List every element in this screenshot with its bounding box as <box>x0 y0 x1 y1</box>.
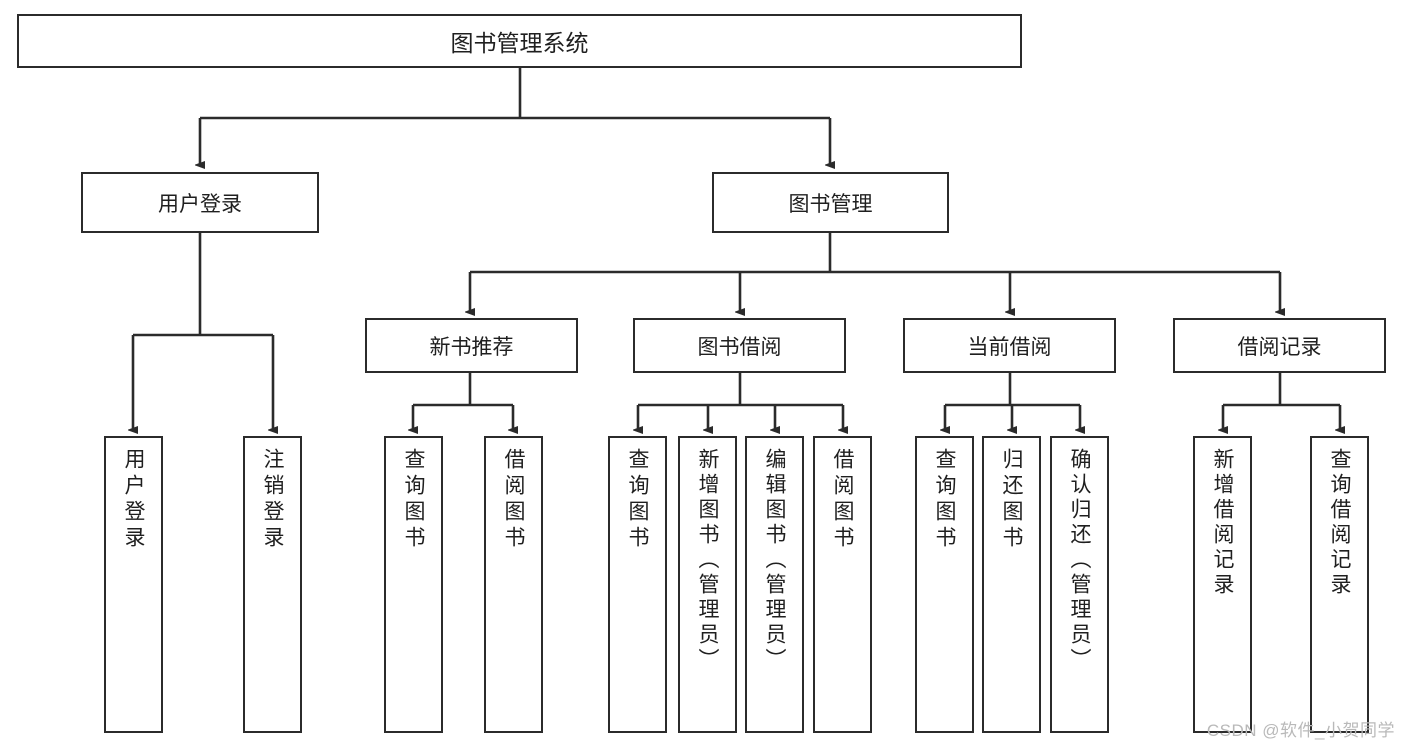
leaf-record-query-record[interactable]: 查询借阅记录 <box>1310 436 1369 733</box>
node-label: 借阅图书 <box>502 448 525 552</box>
leaf-borrow-query-book[interactable]: 查询图书 <box>608 436 667 733</box>
leaf-current-return-book[interactable]: 归还图书 <box>982 436 1041 733</box>
node-label: 归还图书 <box>1000 448 1023 552</box>
node-label: 注销登录 <box>261 448 284 552</box>
leaf-current-confirm-return-admin[interactable]: 确认归还（管理员） <box>1050 436 1109 733</box>
leaf-user-login-signout[interactable]: 注销登录 <box>243 436 302 733</box>
node-label: 查询图书 <box>933 448 956 552</box>
node-new-book-recommend[interactable]: 新书推荐 <box>365 318 578 373</box>
node-root-system[interactable]: 图书管理系统 <box>17 14 1022 68</box>
node-label: 新增借阅记录 <box>1211 448 1234 598</box>
leaf-new-book-query[interactable]: 查询图书 <box>384 436 443 733</box>
node-current-borrow[interactable]: 当前借阅 <box>903 318 1116 373</box>
leaf-user-login-signin[interactable]: 用户登录 <box>104 436 163 733</box>
node-label: 新书推荐 <box>429 335 514 359</box>
node-label: 图书管理 <box>788 192 873 216</box>
watermark: CSDN @软件_小贺同学 <box>1206 721 1395 740</box>
node-borrow-record[interactable]: 借阅记录 <box>1173 318 1386 373</box>
node-label: 图书管理系统 <box>450 30 589 56</box>
node-label: 图书借阅 <box>697 335 782 359</box>
node-book-borrow[interactable]: 图书借阅 <box>633 318 846 373</box>
leaf-record-add-record[interactable]: 新增借阅记录 <box>1193 436 1252 733</box>
node-label: 编辑图书（管理员） <box>763 448 786 673</box>
leaf-borrow-add-book-admin[interactable]: 新增图书（管理员） <box>678 436 737 733</box>
node-label: 用户登录 <box>158 192 242 216</box>
node-label: 借阅图书 <box>831 448 854 552</box>
node-label: 查询图书 <box>402 448 425 552</box>
node-user-login[interactable]: 用户登录 <box>81 172 319 233</box>
node-book-management[interactable]: 图书管理 <box>712 172 949 233</box>
node-label: 查询借阅记录 <box>1328 448 1351 598</box>
leaf-borrow-borrow-book[interactable]: 借阅图书 <box>813 436 872 733</box>
node-label: 当前借阅 <box>967 335 1052 359</box>
leaf-new-book-borrow[interactable]: 借阅图书 <box>484 436 543 733</box>
node-label: 借阅记录 <box>1237 335 1322 359</box>
leaf-current-query-book[interactable]: 查询图书 <box>915 436 974 733</box>
node-label: 用户登录 <box>122 448 145 552</box>
node-label: 查询图书 <box>626 448 649 552</box>
node-label: 确认归还（管理员） <box>1068 448 1091 673</box>
leaf-borrow-edit-book-admin[interactable]: 编辑图书（管理员） <box>745 436 804 733</box>
node-label: 新增图书（管理员） <box>696 448 719 673</box>
